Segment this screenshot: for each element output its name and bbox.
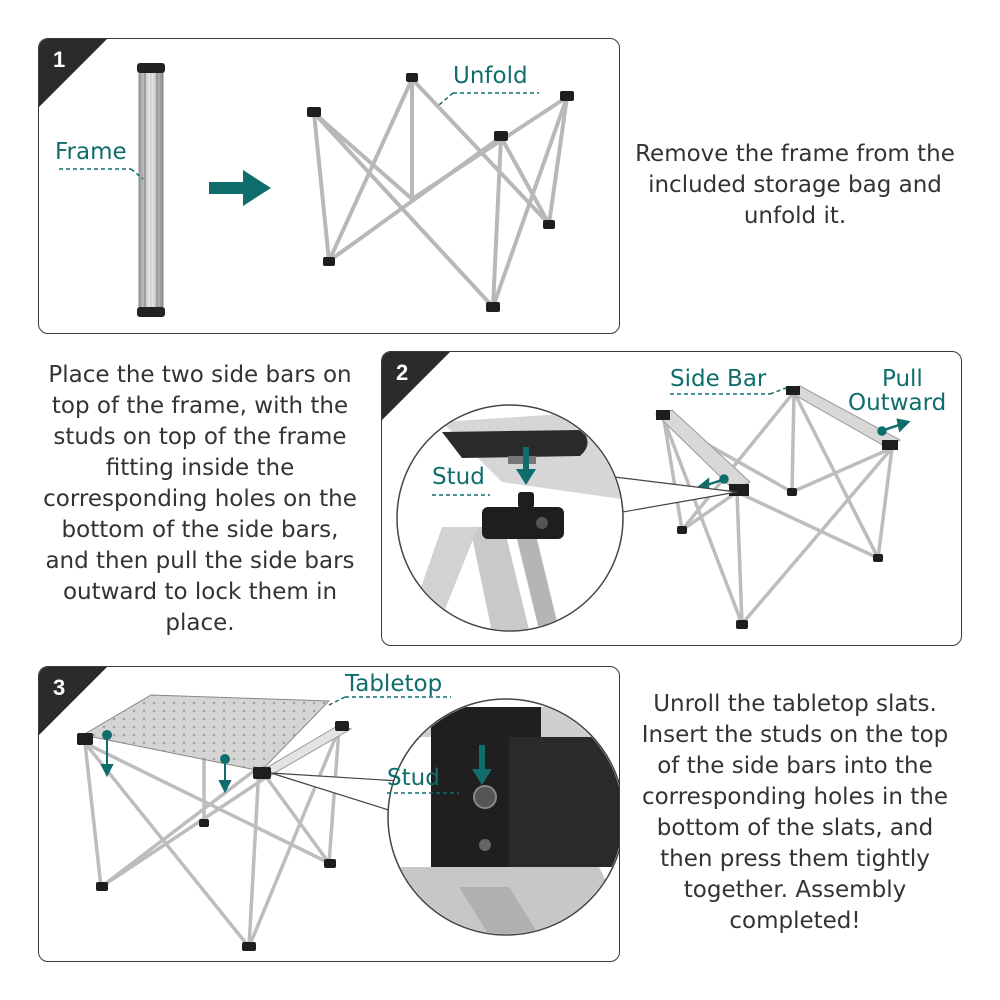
right-arrow-icon: [209, 170, 271, 206]
frame-label: Frame: [55, 139, 127, 165]
stud-label: Stud: [387, 765, 440, 791]
stud-label: Stud: [432, 464, 485, 490]
corner-caps: [77, 721, 349, 951]
step-2-illustration: [396, 385, 911, 632]
step-1-illustration: [59, 63, 574, 317]
step-number: 1: [53, 47, 66, 72]
tabletop: [81, 694, 331, 772]
step-badge: [382, 352, 450, 420]
step-1-panel: 1 Frame Unfold: [38, 38, 620, 334]
table-legs: [83, 705, 341, 949]
stud-zoom-detail: [399, 707, 619, 934]
side-bar-label: Side Bar: [670, 366, 767, 392]
step-badge: [39, 667, 107, 735]
step-number: 3: [53, 675, 66, 700]
outward-arrows: [695, 418, 911, 492]
step-3-panel: 3 Tabletop Stud: [38, 666, 620, 962]
stud-arrow-icon: [516, 447, 536, 485]
stud-arrow-icon: [472, 745, 492, 785]
step-number: 2: [396, 360, 409, 385]
step-2-description: Place the two side bars on top of the fr…: [43, 362, 357, 636]
tabletop-label: Tabletop: [345, 671, 443, 697]
step-3-illustration: [77, 694, 619, 951]
step-2-panel: 2 Side Bar Pull Outward Stud: [381, 351, 962, 646]
step-3-description: Unroll the tabletop slats. Insert the st…: [641, 691, 949, 934]
frame-feet: [307, 73, 574, 312]
unfold-label: Unfold: [453, 63, 528, 89]
outward-label: Outward: [848, 390, 947, 416]
folded-frame: [137, 63, 165, 317]
step-1-description: Remove the frame from the included stora…: [635, 141, 955, 229]
pull-label: Pull: [882, 366, 923, 392]
frame-feet: [677, 488, 883, 629]
step-badge: [39, 39, 107, 107]
frame-with-side-bars: [662, 390, 894, 626]
unfolded-frame: [312, 77, 569, 309]
